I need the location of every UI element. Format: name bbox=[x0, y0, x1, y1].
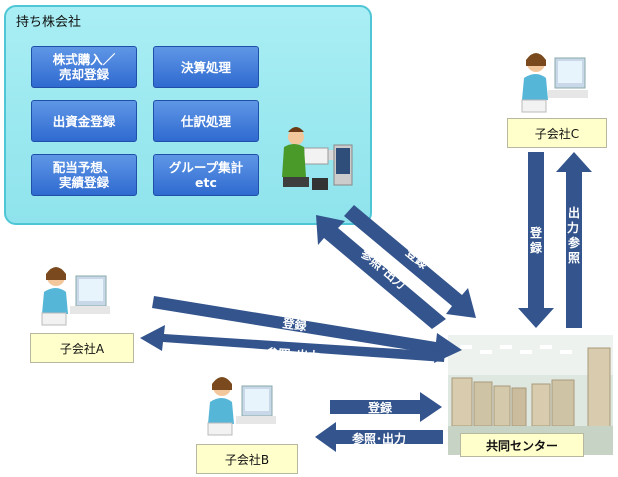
subsidiary-a-label: 子会社A bbox=[30, 333, 134, 363]
subsidiary-c-worker-icon bbox=[521, 53, 588, 113]
subsidiary-b-label: 子会社B bbox=[196, 444, 298, 474]
task-stock-purchase-sale: 株式購入／ 売却登録 bbox=[31, 46, 137, 88]
task-dividend-forecast: 配当予想、 実績登録 bbox=[31, 154, 137, 196]
arrow-b-refer-output bbox=[315, 422, 443, 452]
arrow-b-register bbox=[330, 392, 442, 422]
arrow-b-refer-output-label: 参照･出力 bbox=[352, 431, 406, 446]
task-investment-registration: 出資金登録 bbox=[31, 100, 137, 142]
arrow-c-output-refer bbox=[556, 152, 592, 328]
arrow-holding-refer-output bbox=[316, 215, 446, 329]
arrow-a-refer-output bbox=[140, 325, 445, 362]
holding-company-title: 持ち株会社 bbox=[16, 15, 82, 30]
arrow-c-output-refer-label: 出力・参照 bbox=[567, 206, 592, 265]
task-journal-processing: 仕訳処理 bbox=[153, 100, 259, 142]
arrow-a-register-label: 登録 bbox=[281, 315, 309, 334]
holding-worker-icon bbox=[282, 127, 353, 190]
arrow-c-register-label: 登録 bbox=[529, 226, 542, 255]
arrow-b-register-label: 登録 bbox=[367, 400, 393, 415]
task-settlement: 決算処理 bbox=[153, 46, 259, 88]
subsidiary-a-worker-icon bbox=[41, 267, 110, 326]
arrow-a-register bbox=[152, 296, 462, 363]
subsidiary-c-label: 子会社C bbox=[507, 118, 607, 148]
arrow-holding-register bbox=[344, 205, 476, 318]
joint-center-label: 共同センター bbox=[460, 433, 584, 457]
arrow-c-register bbox=[518, 152, 554, 328]
task-group-aggregation: グループ集計 etc bbox=[153, 154, 259, 196]
arrow-a-refer-output-label: 参照･出力 bbox=[266, 345, 321, 364]
subsidiary-b-worker-icon bbox=[207, 377, 276, 436]
